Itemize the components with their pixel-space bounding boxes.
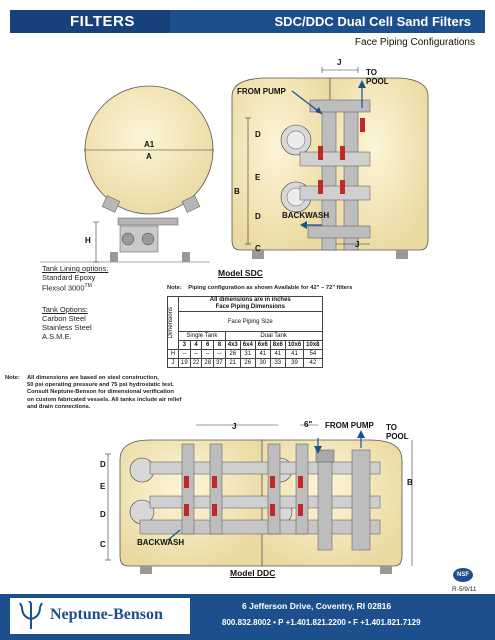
sdc-label-d1: D — [255, 130, 261, 139]
note-top: Note: Piping configuration as shown Avai… — [167, 285, 353, 291]
table-cell: 28 — [201, 358, 215, 368]
sdc-label-a1: A1 — [144, 140, 155, 149]
table-col-header: 10x6 — [284, 340, 305, 350]
table-cell: 33 — [269, 358, 286, 368]
table-single-tank: Single Tank — [178, 331, 226, 341]
sdc-model-label: Model SDC — [218, 268, 263, 278]
tank-options-title: Tank Options: — [42, 305, 88, 314]
dimensions-table: Dimensions All dimensions are in inches … — [167, 296, 323, 368]
ddc-label-c: C — [100, 540, 106, 549]
table-cell: – — [189, 349, 203, 359]
table-col-header: 6x4 — [239, 340, 256, 350]
table-cell: 31 — [239, 349, 256, 359]
ddc-model-label: Model DDC — [230, 568, 276, 578]
sdc-ddc-drawings — [40, 67, 429, 574]
page-title: SDC/DDC Dual Cell Sand Filters — [274, 14, 471, 29]
tank-option-1: Carbon Steel — [42, 314, 86, 323]
table-row-key: H — [167, 349, 179, 359]
brand-logo: Neptune-Benson — [10, 598, 190, 634]
tank-option-2: Stainless Steel — [42, 323, 92, 332]
sdc-label-to-pool: TO POOL — [366, 68, 389, 86]
table-col-header: 6 — [201, 340, 215, 350]
table-dual-tank: Dual Tank — [224, 331, 323, 341]
lining-option-1: Standard Epoxy — [42, 273, 96, 282]
note-bottom: Note: — [5, 375, 20, 381]
sdc-label-e: E — [255, 173, 261, 182]
ddc-label-d2: D — [100, 510, 106, 519]
header-bar: FILTERS SDC/DDC Dual Cell Sand Filters — [10, 10, 485, 33]
table-cell: 41 — [284, 349, 305, 359]
page-subtitle: Face Piping Configurations — [354, 37, 475, 48]
ddc-label-from-pump: FROM PUMP — [325, 421, 374, 430]
sdc-label-b: B — [234, 187, 240, 196]
sdc-label-backwash: BACKWASH — [282, 211, 330, 220]
nsf-logo: NSF — [453, 568, 473, 582]
table-cell: 19 — [178, 358, 191, 368]
ddc-label-d1: D — [100, 460, 106, 469]
brand-name: Neptune-Benson — [50, 606, 163, 623]
note-bottom-text: All dimensions are based on steel constr… — [27, 375, 182, 410]
table-header: All dimensions are in inches Face Piping… — [178, 296, 323, 312]
table-cell: – — [201, 349, 215, 359]
tank-option-3: A.S.M.E. — [42, 332, 72, 341]
sdc-label-d2: D — [255, 212, 261, 221]
sdc-label-j-top: J — [337, 58, 342, 67]
table-col-header: 4x3 — [224, 340, 241, 350]
table-cell: – — [213, 349, 226, 359]
table-cell: 41 — [254, 349, 271, 359]
table-cell: 37 — [213, 358, 226, 368]
table-cell: 21 — [224, 358, 241, 368]
ddc-label-j: J — [232, 422, 237, 431]
table-face-size: Face Piping Size — [178, 311, 323, 332]
lining-options: Tank Lining options: Standard Epoxy Flex… — [42, 264, 108, 293]
ddc-label-6in: 6" — [304, 420, 313, 429]
revision-label: R-5/9/11 — [452, 586, 477, 593]
section-label: FILTERS — [10, 10, 170, 33]
sdc-label-from-pump: FROM PUMP — [237, 87, 286, 96]
ddc-label-e: E — [100, 482, 106, 491]
tank-options: Tank Options: Carbon Steel Stainless Ste… — [42, 305, 92, 341]
table-col-header: 10x8 — [303, 340, 323, 350]
ddc-label-b: B — [407, 478, 413, 487]
ddc-label-backwash: BACKWASH — [137, 538, 185, 547]
table-cell: – — [178, 349, 191, 359]
lining-options-title: Tank Lining options: — [42, 264, 109, 273]
table-cell: 42 — [303, 358, 323, 368]
ddc-label-to-pool: TO POOL — [386, 423, 409, 441]
table-cell: 22 — [189, 358, 203, 368]
table-side-label: Dimensions — [167, 296, 179, 350]
footer-address: 6 Jefferson Drive, Coventry, RI 02816 — [242, 601, 392, 611]
sdc-label-h: H — [85, 236, 91, 245]
table-col-header: 6x6 — [254, 340, 271, 350]
table-col-header: 4 — [189, 340, 203, 350]
footer: Neptune-Benson 6 Jefferson Drive, Covent… — [0, 594, 495, 640]
table-cell: 30 — [254, 358, 271, 368]
table-row-key: J — [167, 358, 179, 368]
sdc-label-a: A — [146, 152, 152, 161]
table-col-header: 3 — [178, 340, 191, 350]
table-cell: 26 — [224, 349, 241, 359]
brand-trident-icon — [19, 601, 43, 629]
footer-phone: 800.832.8002 • P +1.401.821.2200 • F +1.… — [222, 618, 421, 627]
sdc-label-j-bottom: J — [355, 240, 360, 249]
table-col-header: 8x6 — [269, 340, 286, 350]
lining-option-2: Flexsol 3000TM — [42, 283, 92, 293]
table-cell: 26 — [239, 358, 256, 368]
table-cell: 39 — [284, 358, 305, 368]
table-cell: 41 — [269, 349, 286, 359]
sdc-label-c: C — [255, 244, 261, 253]
table-cell: 54 — [303, 349, 323, 359]
table-col-header: 8 — [213, 340, 226, 350]
